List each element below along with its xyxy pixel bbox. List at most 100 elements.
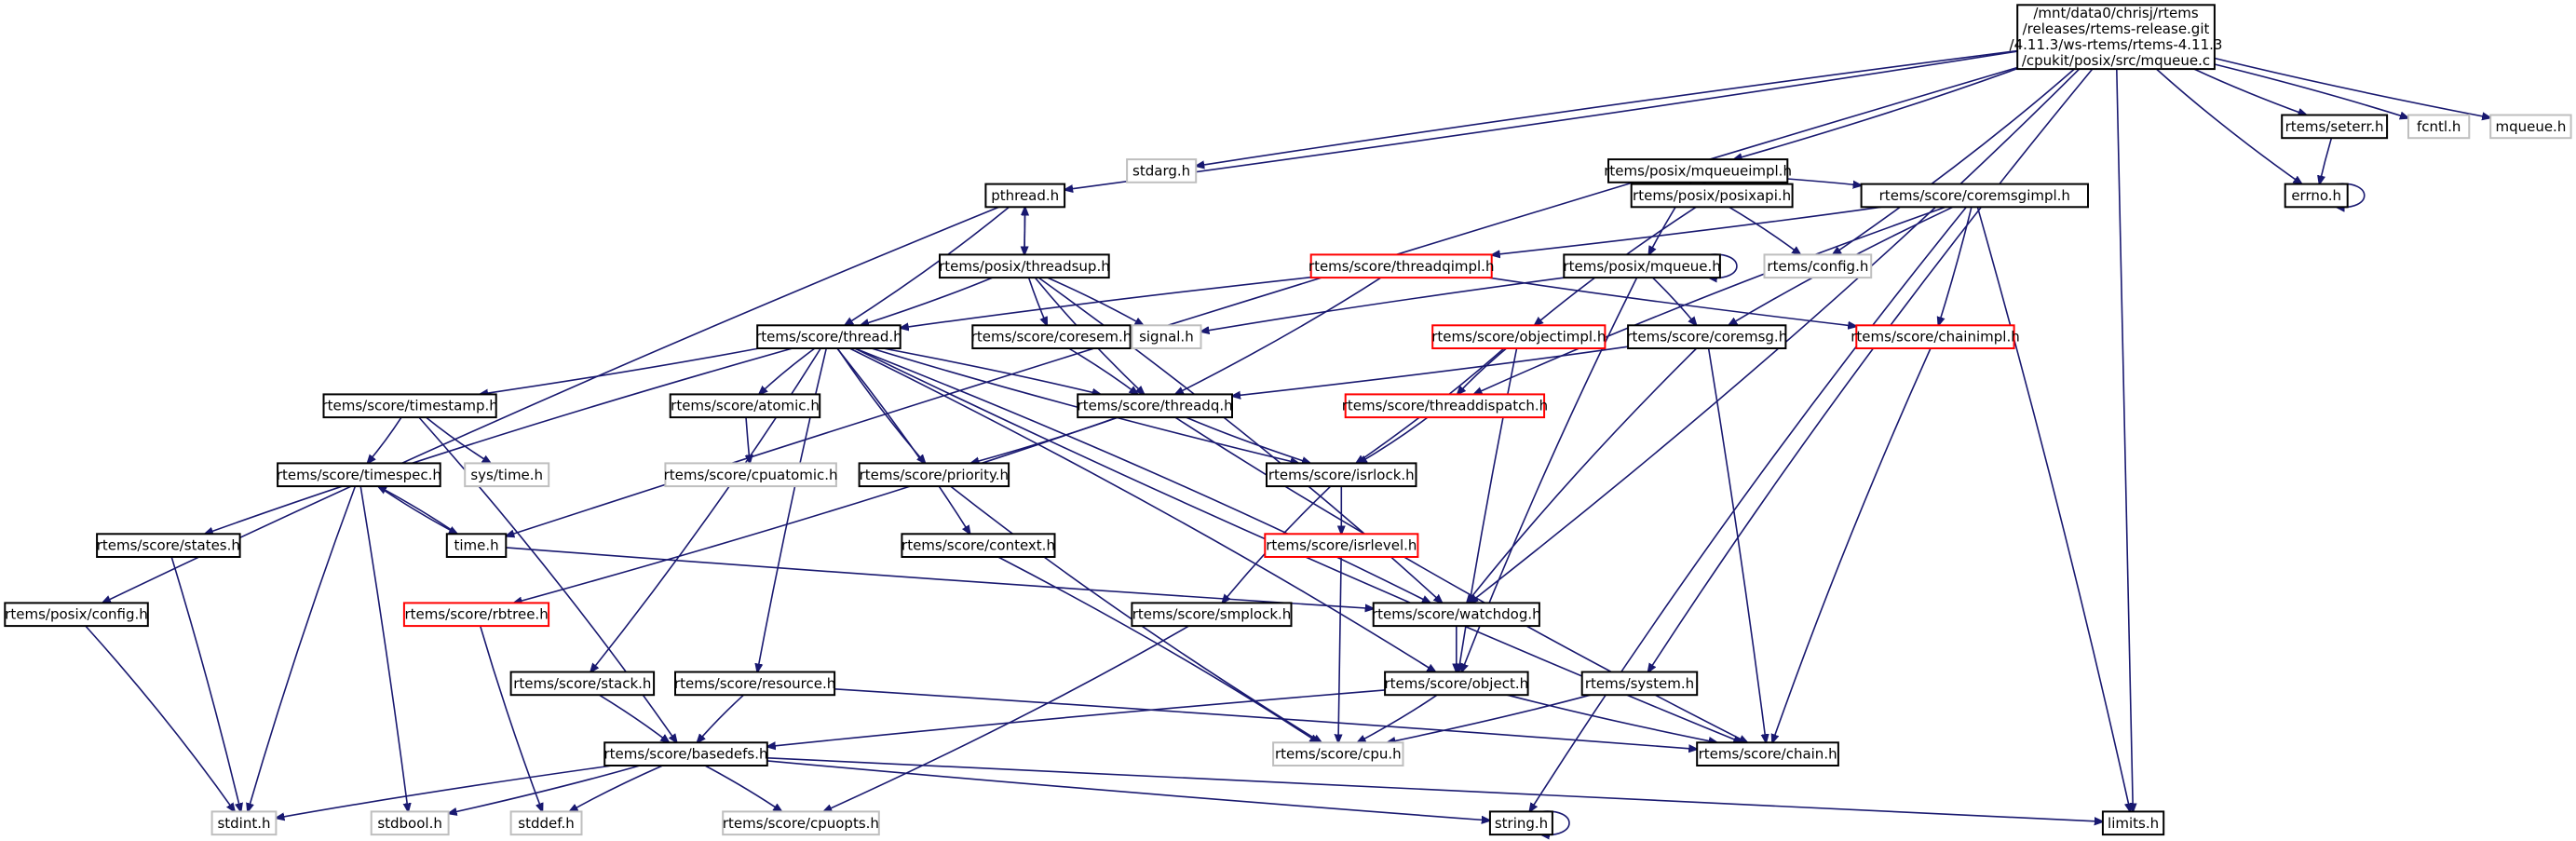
edge-coremsgimpl-to-chainimpl bbox=[1938, 207, 1973, 325]
node-time[interactable]: time.h bbox=[445, 533, 508, 558]
node-states[interactable]: rtems/score/states.h bbox=[96, 533, 241, 558]
node-smplock[interactable]: rtems/score/smplock.h bbox=[1131, 602, 1293, 628]
node-isrlevel[interactable]: rtems/score/isrlevel.h bbox=[1264, 533, 1419, 558]
node-seterr[interactable]: rtems/seterr.h bbox=[2281, 114, 2389, 140]
node-box bbox=[96, 533, 241, 558]
node-box bbox=[370, 810, 450, 836]
node-label: pthread.h bbox=[991, 187, 1059, 204]
node-stdint: stdint.h bbox=[210, 810, 278, 836]
node-box bbox=[1266, 462, 1417, 488]
edge-time-to-watchdog bbox=[506, 547, 1373, 609]
node-threaddispatch[interactable]: rtems/score/threaddispatch.h bbox=[1342, 393, 1548, 419]
node-box bbox=[2016, 4, 2216, 71]
node-box bbox=[2101, 810, 2165, 836]
node-chain[interactable]: rtems/score/chain.h bbox=[1696, 741, 1839, 766]
node-label: rtems/score/coremsgimpl.h bbox=[1879, 187, 2070, 204]
node-thread[interactable]: rtems/score/thread.h bbox=[755, 324, 902, 349]
node-box bbox=[722, 810, 880, 836]
edge-thread-to-stack bbox=[590, 347, 821, 672]
node-resource[interactable]: rtems/score/resource.h bbox=[674, 671, 835, 697]
node-pthread[interactable]: pthread.h bbox=[984, 183, 1066, 209]
node-label: rtems/score/priority.h bbox=[860, 467, 1009, 483]
edge-threadqimpl-to-chainimpl bbox=[1487, 277, 1856, 326]
edge-coremsg-to-watchdog bbox=[1467, 347, 1698, 603]
edge-root-to-pthread bbox=[1064, 50, 2018, 190]
edge-mqueueimpl-to-coremsgimpl bbox=[1787, 178, 1861, 185]
edge-threadqimpl-to-thread bbox=[901, 276, 1311, 329]
node-label: stdarg.h bbox=[1132, 163, 1190, 180]
edge-root-to-stdarg bbox=[1196, 49, 2018, 167]
node-systime: sys/time.h bbox=[464, 462, 550, 488]
node-box bbox=[1309, 253, 1493, 279]
node-label: sys/time.h bbox=[470, 467, 543, 483]
node-priority[interactable]: rtems/score/priority.h bbox=[858, 462, 1010, 488]
node-posix_mqueue[interactable]: rtems/posix/mqueue.h bbox=[1563, 253, 1721, 279]
node-label: rtems/score/atomic.h bbox=[671, 398, 820, 414]
node-label: rtems/system.h bbox=[1585, 675, 1694, 692]
node-posix_config[interactable]: rtems/posix/config.h bbox=[4, 602, 149, 628]
edge-thread-to-states bbox=[205, 347, 793, 534]
edge-timestamp-to-basedefs bbox=[418, 416, 677, 742]
edge-root-to-system bbox=[1648, 68, 2094, 671]
node-label: stddef.h bbox=[518, 815, 574, 832]
node-threadsup[interactable]: rtems/posix/threadsup.h bbox=[939, 253, 1110, 279]
edge-coremsgimpl-to-threadqimpl bbox=[1492, 206, 1882, 254]
edge-posixapi-to-config bbox=[1729, 206, 1801, 254]
node-box bbox=[664, 462, 837, 488]
node-stdarg: stdarg.h bbox=[1126, 158, 1198, 183]
node-watchdog[interactable]: rtems/score/watchdog.h bbox=[1372, 602, 1541, 628]
node-timespec[interactable]: rtems/score/timespec.h bbox=[277, 462, 441, 488]
node-threadq[interactable]: rtems/score/threadq.h bbox=[1077, 393, 1233, 419]
edge-root-to-errno bbox=[2155, 68, 2302, 184]
node-config: rtems/config.h bbox=[1763, 253, 1873, 279]
node-isrlock[interactable]: rtems/score/isrlock.h bbox=[1266, 462, 1417, 488]
node-chainimpl[interactable]: rtems/score/chainimpl.h bbox=[1851, 324, 2020, 349]
edge-states-to-stdint bbox=[170, 556, 240, 811]
nodes-layer: /mnt/data0/chrisj/rtems/releases/rtems-r… bbox=[4, 4, 2572, 836]
edge-atomic-to-cpuatomic bbox=[746, 417, 750, 463]
node-root[interactable]: /mnt/data0/chrisj/rtems/releases/rtems-r… bbox=[2010, 4, 2223, 71]
edge-threaddispatch-to-isrlock bbox=[1359, 416, 1429, 463]
edge-resource-to-chain bbox=[834, 688, 1697, 750]
node-errno[interactable]: errno.h bbox=[2284, 183, 2349, 209]
edge-coremsg-to-threadq bbox=[1232, 346, 1629, 396]
node-box bbox=[858, 462, 1010, 488]
edge-seterr-to-errno bbox=[2320, 137, 2333, 183]
node-rbtree[interactable]: rtems/score/rbtree.h bbox=[402, 602, 550, 628]
node-coremsg[interactable]: rtems/score/coremsg.h bbox=[1626, 324, 1787, 349]
edge-resource-to-basedefs bbox=[698, 694, 745, 742]
node-label: rtems/score/isrlevel.h bbox=[1266, 537, 1417, 554]
node-coresem[interactable]: rtems/score/coresem.h bbox=[971, 324, 1132, 349]
node-object[interactable]: rtems/score/object.h bbox=[1384, 671, 1529, 697]
node-atomic[interactable]: rtems/score/atomic.h bbox=[669, 393, 821, 419]
edge-basedefs-to-limits bbox=[766, 757, 2103, 821]
edge-context-to-cpu bbox=[997, 556, 1319, 742]
node-label: /mnt/data0/chrisj/rtems bbox=[2033, 5, 2199, 21]
node-timestamp[interactable]: rtems/score/timestamp.h bbox=[321, 393, 498, 419]
edge-basedefs-to-stdint bbox=[276, 765, 613, 818]
edge-thread-to-watchdog bbox=[854, 347, 1430, 603]
node-stack[interactable]: rtems/score/stack.h bbox=[509, 671, 656, 697]
node-system[interactable]: rtems/system.h bbox=[1580, 671, 1699, 697]
edge-coremsgimpl-to-string bbox=[1529, 206, 1968, 811]
node-box bbox=[1860, 183, 2089, 209]
node-box bbox=[1264, 533, 1419, 558]
node-box bbox=[1855, 324, 2015, 349]
node-posixapi[interactable]: rtems/posix/posixapi.h bbox=[1630, 183, 1794, 209]
node-coremsgimpl[interactable]: rtems/score/coremsgimpl.h bbox=[1860, 183, 2089, 209]
node-context[interactable]: rtems/score/context.h bbox=[901, 533, 1056, 558]
edge-priority-to-cpu bbox=[950, 485, 1322, 742]
edge-threadq-to-isrlock bbox=[1186, 416, 1310, 463]
node-label: rtems/score/timespec.h bbox=[277, 467, 441, 483]
node-label: rtems/score/states.h bbox=[97, 537, 240, 554]
node-box bbox=[402, 602, 550, 628]
node-threadqimpl[interactable]: rtems/score/threadqimpl.h bbox=[1308, 253, 1495, 279]
node-objectimpl[interactable]: rtems/score/objectimpl.h bbox=[1431, 324, 1607, 349]
node-box bbox=[1431, 324, 1607, 349]
node-mqueueimpl[interactable]: rtems/posix/mqueueimpl.h bbox=[1604, 158, 1792, 183]
node-string[interactable]: string.h bbox=[1488, 810, 1553, 836]
node-label: mqueue.h bbox=[2495, 118, 2566, 135]
node-limits[interactable]: limits.h bbox=[2101, 810, 2165, 836]
node-basedefs[interactable]: rtems/score/basedefs.h bbox=[603, 741, 768, 766]
node-box bbox=[509, 810, 583, 836]
